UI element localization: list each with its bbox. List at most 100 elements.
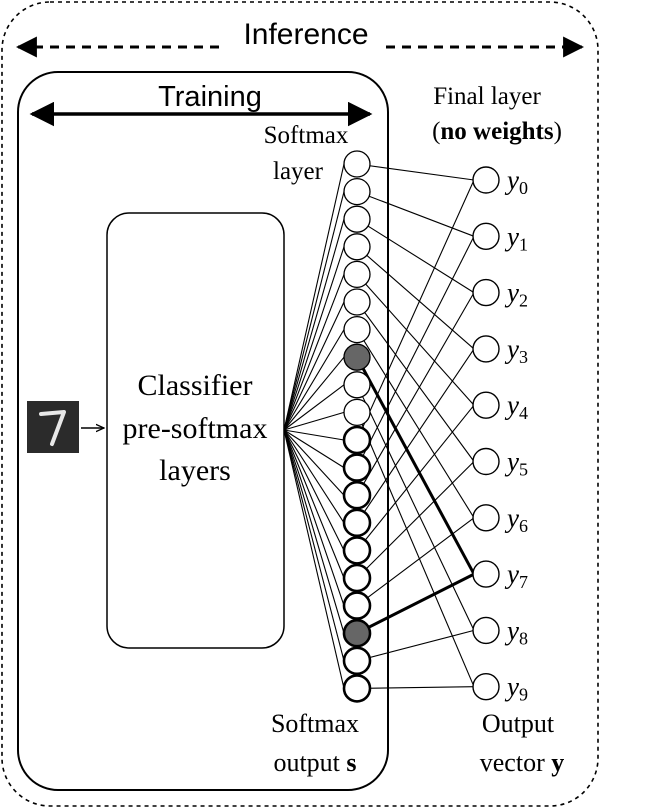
fan-connection	[283, 429, 345, 689]
output-connection	[356, 292, 475, 496]
output-layer-nodes	[472, 166, 500, 701]
output-connection	[356, 629, 475, 662]
output-label: y4	[504, 390, 528, 423]
output-node	[472, 560, 500, 588]
classifier-label-line1: Classifier	[138, 369, 253, 402]
classifier-label-line3: layers	[159, 454, 231, 487]
fan-connection	[283, 301, 345, 431]
softmax-node	[343, 205, 371, 233]
output-vector-label-line1: Output	[482, 709, 555, 738]
softmax-node	[343, 371, 371, 399]
fan-connection	[283, 191, 345, 431]
fan-connection	[283, 329, 345, 431]
training-boundary	[17, 71, 389, 791]
final-layer-label-line1: Final layer	[433, 83, 541, 110]
softmax-node-active	[343, 343, 371, 371]
inference-label: Inference	[243, 18, 368, 51]
classifier-to-softmax-connections	[283, 163, 345, 689]
inference-boundary	[1, 1, 599, 807]
softmax-node	[343, 150, 371, 178]
output-connection	[356, 348, 475, 524]
softmax-node	[343, 233, 371, 261]
handwritten-digit-input	[27, 401, 79, 453]
fan-connection	[283, 429, 345, 441]
classifier-label-line2: pre-softmax	[123, 412, 268, 445]
fan-connection	[283, 274, 345, 431]
output-label: y2	[504, 278, 528, 311]
softmax-node	[343, 288, 371, 316]
output-connection	[356, 163, 475, 181]
output-label: y7	[504, 559, 528, 592]
fan-connection	[283, 163, 345, 431]
softmax-node	[342, 453, 372, 482]
output-connection	[356, 274, 475, 406]
softmax-to-output-connections	[355, 163, 476, 689]
output-node	[472, 278, 500, 307]
fan-connection	[283, 219, 345, 431]
final-layer-label-line2: (no weights)	[432, 118, 562, 145]
softmax-node	[342, 646, 372, 676]
softmax-node	[342, 563, 372, 593]
softmax-node	[342, 480, 372, 510]
output-label: y0	[504, 165, 528, 198]
softmax-node	[342, 674, 372, 703]
output-connection	[356, 218, 475, 294]
softmax-output-label-line1: Softmax	[271, 709, 359, 738]
softmax-node	[343, 315, 371, 344]
output-node	[472, 447, 500, 476]
fan-connection	[283, 429, 345, 496]
softmax-node	[342, 536, 372, 565]
output-connection	[356, 384, 475, 631]
output-connection	[356, 246, 475, 350]
output-label: y8	[504, 615, 528, 648]
output-label: y1	[504, 221, 528, 254]
training-label: Training	[158, 81, 262, 113]
highlighted-connection	[355, 356, 476, 575]
output-label: y3	[504, 334, 528, 367]
softmax-node	[343, 398, 371, 427]
output-connection	[356, 686, 475, 689]
output-node	[472, 616, 500, 645]
fan-connection	[283, 429, 345, 551]
softmax-node	[343, 260, 371, 289]
fan-connection	[283, 429, 345, 579]
fan-connection	[283, 429, 345, 634]
output-vector-label-line2: vector y	[480, 748, 564, 777]
softmax-node	[342, 508, 372, 538]
output-connection	[356, 412, 475, 687]
fan-connection	[283, 246, 345, 431]
softmax-layer-nodes	[342, 150, 372, 703]
softmax-layer-label-line2: layer	[273, 158, 324, 185]
fan-connection	[283, 411, 345, 431]
output-connection	[356, 301, 475, 462]
output-connection	[356, 179, 475, 441]
softmax-layer-label-line1: Softmax	[264, 122, 349, 149]
softmax-node	[342, 425, 372, 455]
output-connection	[356, 236, 475, 468]
output-node	[472, 504, 500, 532]
fan-connection	[283, 429, 345, 606]
output-node	[472, 222, 500, 251]
output-connection	[356, 461, 475, 579]
output-node	[472, 391, 500, 419]
fan-connection	[283, 429, 345, 524]
softmax-node	[342, 591, 372, 620]
fan-connection	[283, 429, 345, 469]
fan-connection	[283, 384, 345, 431]
softmax-node-active	[342, 618, 372, 648]
softmax-node	[343, 177, 371, 206]
output-node	[472, 166, 500, 194]
output-connection	[356, 517, 475, 607]
fan-connection	[283, 429, 345, 661]
softmax-output-label-line2: output s	[273, 748, 356, 777]
output-node	[472, 335, 500, 363]
output-node	[472, 673, 500, 701]
output-label: y9	[504, 672, 528, 705]
output-labels: y0 y1 y2 y3 y4 y5 y6 y7 y8 y9	[504, 165, 528, 705]
output-label: y6	[504, 503, 528, 536]
fan-connection	[283, 356, 345, 431]
output-connection	[356, 191, 475, 237]
highlighted-connection	[356, 572, 475, 635]
output-label: y5	[504, 447, 528, 480]
